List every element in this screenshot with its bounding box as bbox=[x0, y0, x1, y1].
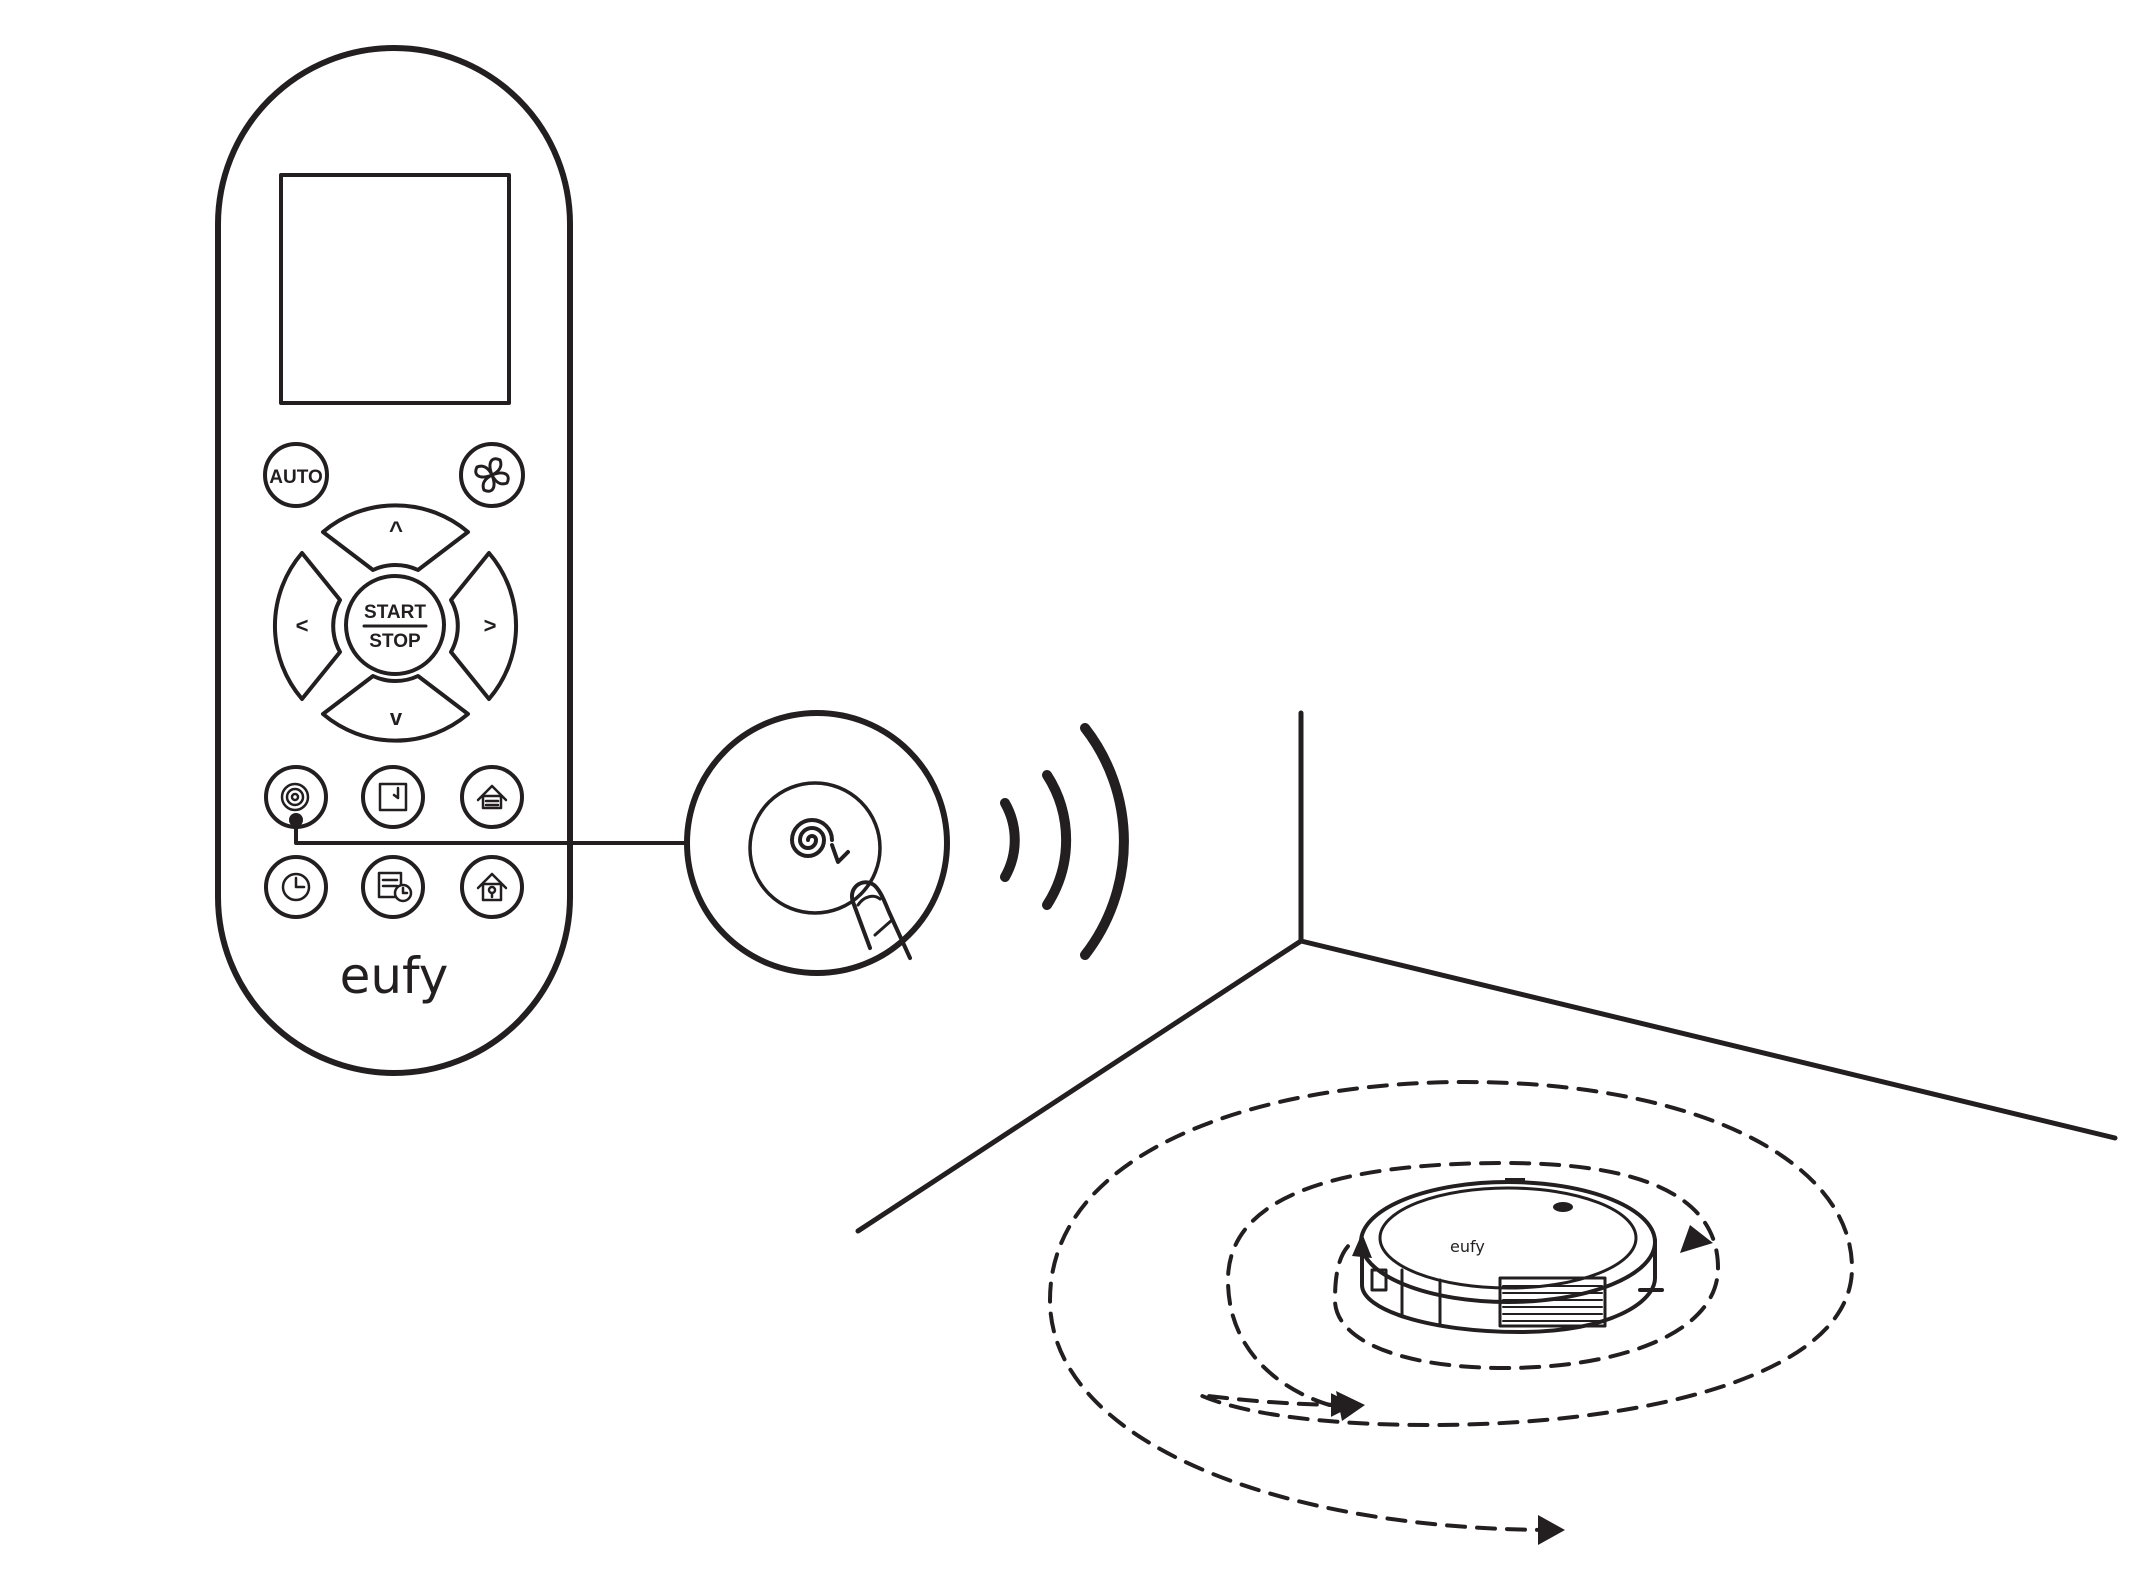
left-button[interactable] bbox=[273, 551, 342, 701]
edge-clean-icon bbox=[378, 782, 408, 812]
room-corner bbox=[855, 710, 2118, 1234]
remote-screen bbox=[279, 173, 511, 405]
clock-button[interactable] bbox=[264, 855, 328, 919]
fan-icon bbox=[474, 457, 510, 493]
clock-icon bbox=[281, 872, 311, 902]
start-stop-button[interactable]: START STOP bbox=[344, 574, 446, 676]
cleaning-path bbox=[1048, 1080, 1854, 1545]
remote-control: AUTO ^ v < > START bbox=[215, 45, 573, 1076]
schedule-button[interactable] bbox=[361, 855, 425, 919]
room-clean-button[interactable] bbox=[460, 765, 524, 829]
signal-waves bbox=[1000, 723, 1129, 960]
callout-magnifier bbox=[684, 710, 950, 976]
up-button[interactable] bbox=[321, 503, 470, 572]
spiral-path-outer bbox=[1048, 1080, 1854, 1532]
stop-label: STOP bbox=[369, 631, 421, 652]
arrow-right bbox=[1680, 1225, 1713, 1253]
spot-clean-icon bbox=[280, 782, 310, 812]
remote-brand-logo: eufy bbox=[340, 947, 449, 1005]
magnified-spot-clean-icon bbox=[790, 818, 850, 864]
robot-side bbox=[1360, 1238, 1657, 1334]
robot-top-inner bbox=[1378, 1186, 1638, 1290]
robot-brand-logo: eufy bbox=[1450, 1237, 1485, 1256]
magnified-button-ring bbox=[748, 781, 882, 915]
room-clean-icon bbox=[476, 784, 508, 810]
robot-grille bbox=[1498, 1276, 1607, 1328]
right-arrow-label: > bbox=[484, 613, 497, 638]
right-button[interactable] bbox=[449, 551, 518, 701]
left-arrow-label: < bbox=[296, 613, 309, 638]
robot-sensor bbox=[1553, 1202, 1573, 1212]
direction-pad: ^ v < > START STOP bbox=[273, 503, 518, 743]
fan-button[interactable] bbox=[459, 442, 525, 508]
home-icon bbox=[476, 872, 508, 902]
spiral-path-inner bbox=[1226, 1161, 1720, 1407]
auto-button[interactable]: AUTO bbox=[263, 442, 329, 508]
up-arrow-label: ^ bbox=[389, 517, 403, 544]
schedule-icon bbox=[377, 871, 413, 903]
robot-vacuum: eufy bbox=[1359, 1178, 1664, 1334]
edge-clean-button[interactable] bbox=[361, 765, 425, 829]
callout bbox=[289, 710, 950, 976]
start-label: START bbox=[364, 602, 426, 623]
auto-button-label: AUTO bbox=[269, 467, 322, 488]
robot-side-port bbox=[1370, 1268, 1388, 1292]
remote-body bbox=[215, 45, 573, 1076]
down-arrow-label: v bbox=[390, 705, 403, 730]
robot-top-bump bbox=[1505, 1178, 1525, 1184]
down-button[interactable] bbox=[321, 674, 470, 743]
robot-top bbox=[1359, 1180, 1657, 1304]
finger-pressing bbox=[849, 880, 912, 960]
callout-leader-line bbox=[294, 818, 690, 845]
arrow-left bbox=[1336, 1391, 1365, 1421]
home-button[interactable] bbox=[460, 855, 524, 919]
arrow-bottom bbox=[1538, 1515, 1565, 1545]
